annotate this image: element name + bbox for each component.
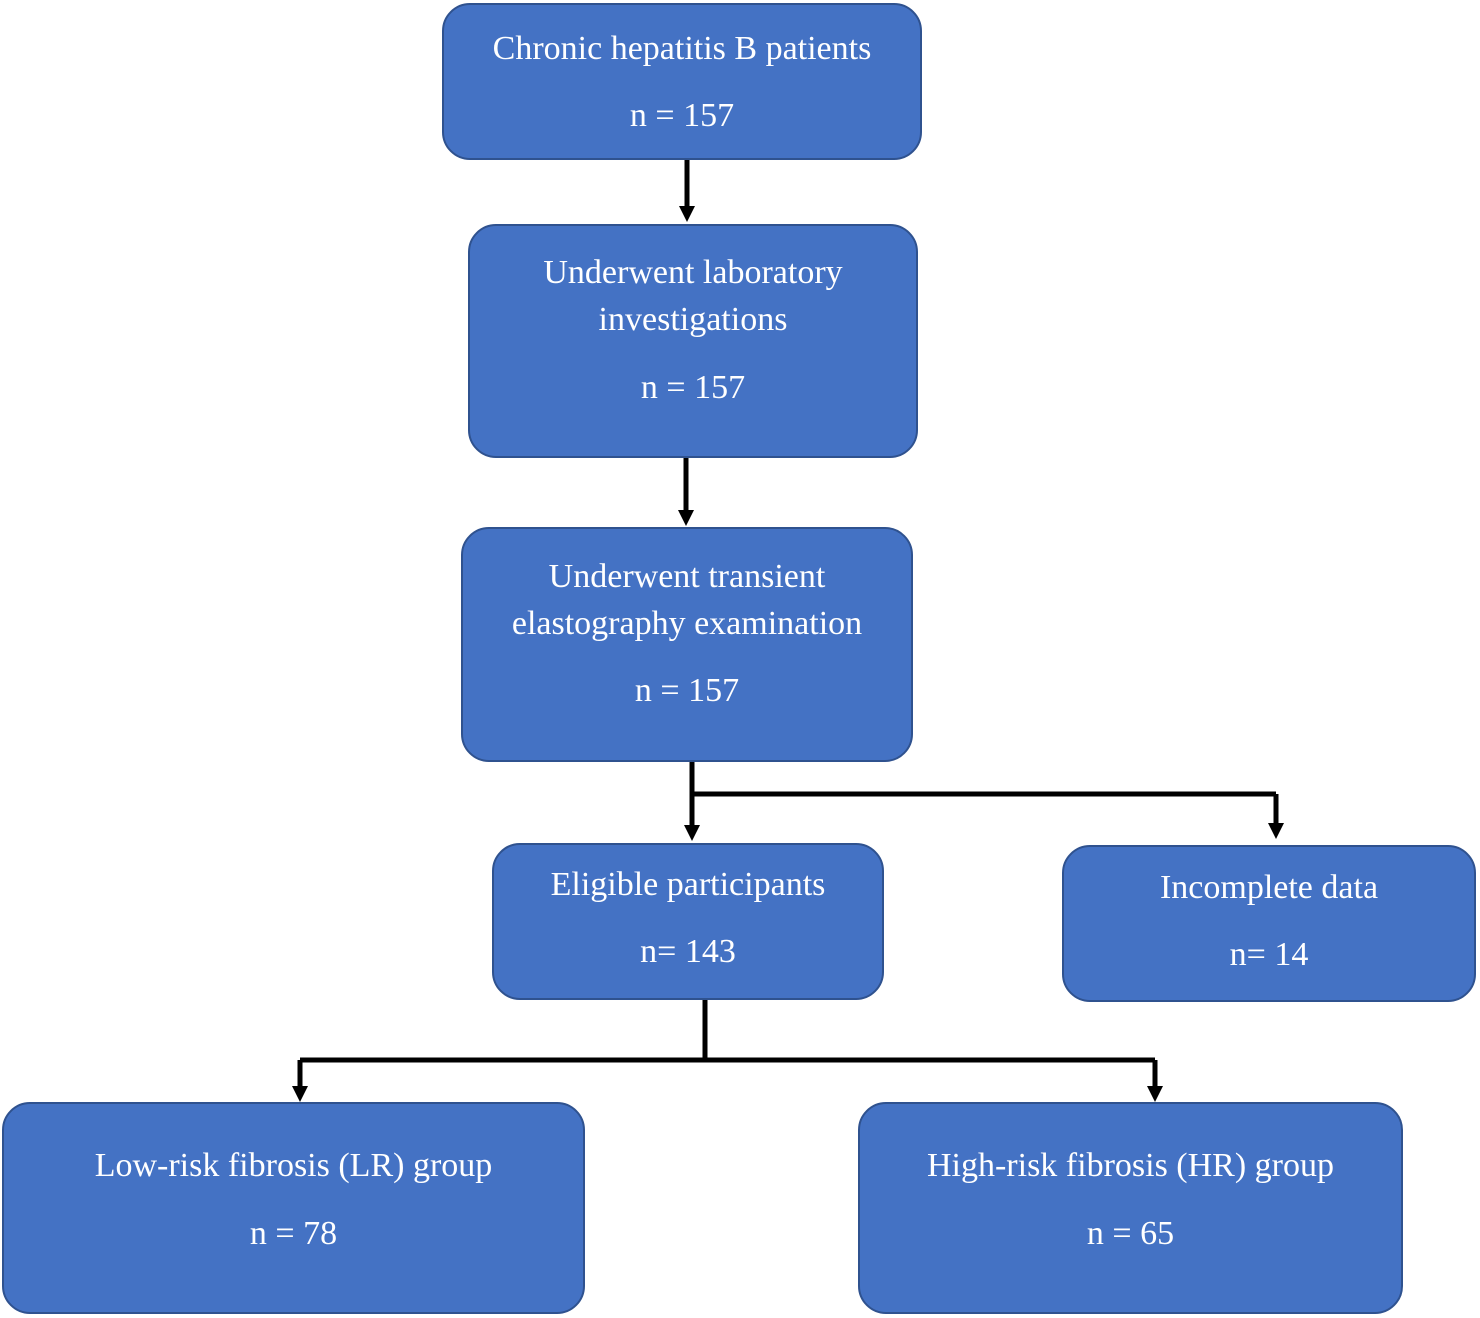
box-high-risk-fibrosis-group: High-risk fibrosis (HR) group n = 65 (858, 1102, 1403, 1314)
arrowhead-elasto (678, 510, 694, 526)
box-title: Incomplete data (1159, 869, 1379, 906)
box-title: Low-risk fibrosis (LR) group (94, 1147, 493, 1184)
box-count: n = 65 (1086, 1215, 1175, 1252)
box-count: n = 157 (634, 672, 740, 709)
arrowhead-lab (679, 206, 695, 222)
box-count: n = 78 (249, 1215, 338, 1252)
box-low-risk-fibrosis-group: Low-risk fibrosis (LR) group n = 78 (2, 1102, 585, 1314)
box-incomplete-data: Incomplete data n= 14 (1062, 845, 1476, 1002)
arrowhead-high-risk (1147, 1086, 1163, 1102)
box-title-line-2: elastography examination (511, 605, 863, 642)
box-title-line-1: Underwent laboratory (543, 254, 843, 291)
box-title-line-1: Underwent transient (548, 558, 826, 595)
box-transient-elastography: Underwent transient elastography examina… (461, 527, 913, 762)
box-count: n = 157 (629, 97, 735, 134)
arrowhead-low-risk (292, 1086, 308, 1102)
arrowhead-incomplete (1268, 823, 1284, 839)
box-count: n= 14 (1229, 936, 1309, 973)
box-title: High-risk fibrosis (HR) group (926, 1147, 1335, 1184)
box-title: Eligible participants (550, 866, 826, 903)
box-title-line-2: investigations (598, 301, 788, 338)
box-laboratory-investigations: Underwent laboratory investigations n = … (468, 224, 918, 458)
box-count: n = 157 (640, 369, 746, 406)
arrowhead-eligible (684, 825, 700, 841)
box-title: Chronic hepatitis B patients (492, 30, 872, 67)
box-count: n= 143 (640, 933, 736, 970)
box-chronic-hepatitis-b-patients: Chronic hepatitis B patients n = 157 (442, 3, 922, 160)
box-eligible-participants: Eligible participants n= 143 (492, 843, 884, 1000)
